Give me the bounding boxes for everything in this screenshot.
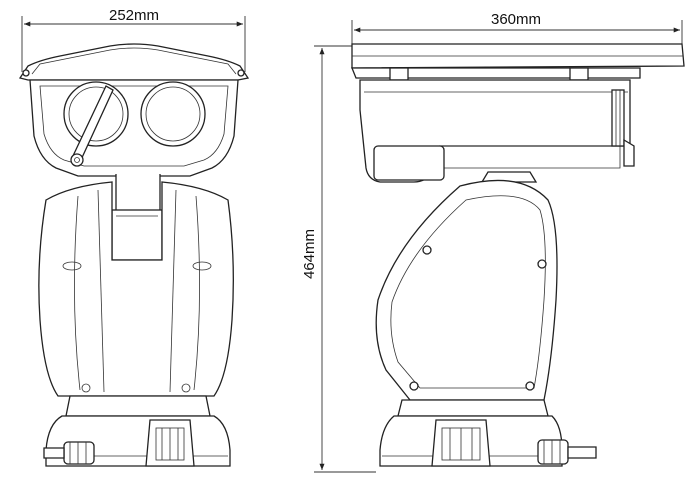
front-base — [43, 395, 231, 467]
height-dimension: 464mm — [301, 45, 376, 473]
side-view: 360mm — [351, 11, 685, 467]
side-cable-gland — [537, 439, 597, 465]
front-cable-gland — [43, 441, 95, 465]
front-body — [38, 181, 234, 397]
yoke-arm — [375, 171, 558, 401]
front-view: 252mm — [18, 7, 250, 467]
side-camera-housing — [359, 79, 635, 183]
side-base — [379, 399, 597, 467]
right-lens — [140, 81, 206, 147]
front-width-dimension: 252mm — [21, 7, 246, 72]
height-label: 464mm — [301, 229, 318, 279]
side-length-label: 360mm — [491, 11, 541, 28]
sun-shield — [351, 43, 685, 79]
wiper — [70, 85, 114, 167]
side-length-dimension: 360mm — [351, 11, 683, 44]
front-camera-housing — [18, 43, 250, 177]
front-neck — [111, 174, 163, 261]
front-width-label: 252mm — [109, 7, 159, 24]
